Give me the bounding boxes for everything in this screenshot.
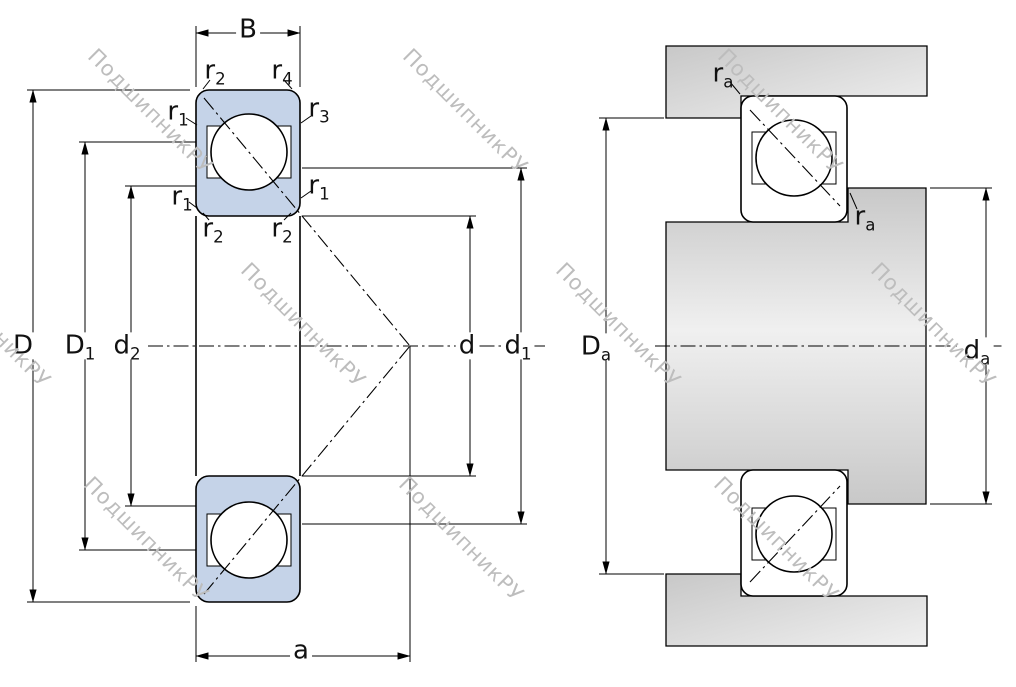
dim-label-r2-bottom-left: r2 [202,213,224,247]
leader-r1-lower-left [188,201,198,209]
dim-label-da: da [960,337,994,367]
housing-top [665,45,928,119]
ball-axis-top-mounted [749,109,841,207]
leader-r3-right [300,115,312,124]
contact-angle-line-bottom [203,345,411,595]
dim-label-D1: D1 [61,332,99,362]
ball-top-mounted [755,119,833,197]
dim-label-B: B [236,16,260,44]
right-view-mounting [655,45,1005,647]
dim-label-d1: d1 [501,332,535,362]
housing-bottom [665,573,928,647]
dim-label-d2: d2 [110,332,144,362]
leader-ra-housing [729,81,741,95]
leader-ra-shaft [849,192,858,210]
dim-label-r1-lower-left: r1 [171,181,193,215]
dim-label-a: a [290,637,312,665]
dim-label-r4-top-right: r4 [271,55,293,89]
dim-label-r1-upper-left: r1 [167,96,189,130]
dim-label-ra-shaft: ra [854,201,876,235]
dim-label-Da: Da [577,333,615,363]
ball-axis-bottom-mounted [749,485,841,583]
leader-r4-top-right [283,79,293,90]
leader-r2-bottom-left [202,212,210,221]
dim-label-ra-housing: ra [712,58,734,92]
leader-r2-bottom-right [283,212,292,221]
dim-label-d: d [455,332,479,360]
leader-r1-upper-left [185,117,198,126]
dim-label-D: D [9,332,37,360]
dim-label-r2-top-left: r2 [204,55,226,89]
dim-label-r3-right: r3 [308,93,330,127]
dim-label-r1-lower-right: r1 [308,170,330,204]
contact-angle-line-top [203,97,411,347]
leader-r1-lower-right [300,190,312,199]
leader-r2-top-left [202,79,211,90]
dim-label-r2-bottom-right: r2 [271,213,293,247]
ball-bottom-mounted [755,495,833,573]
left-view-section [148,89,545,603]
